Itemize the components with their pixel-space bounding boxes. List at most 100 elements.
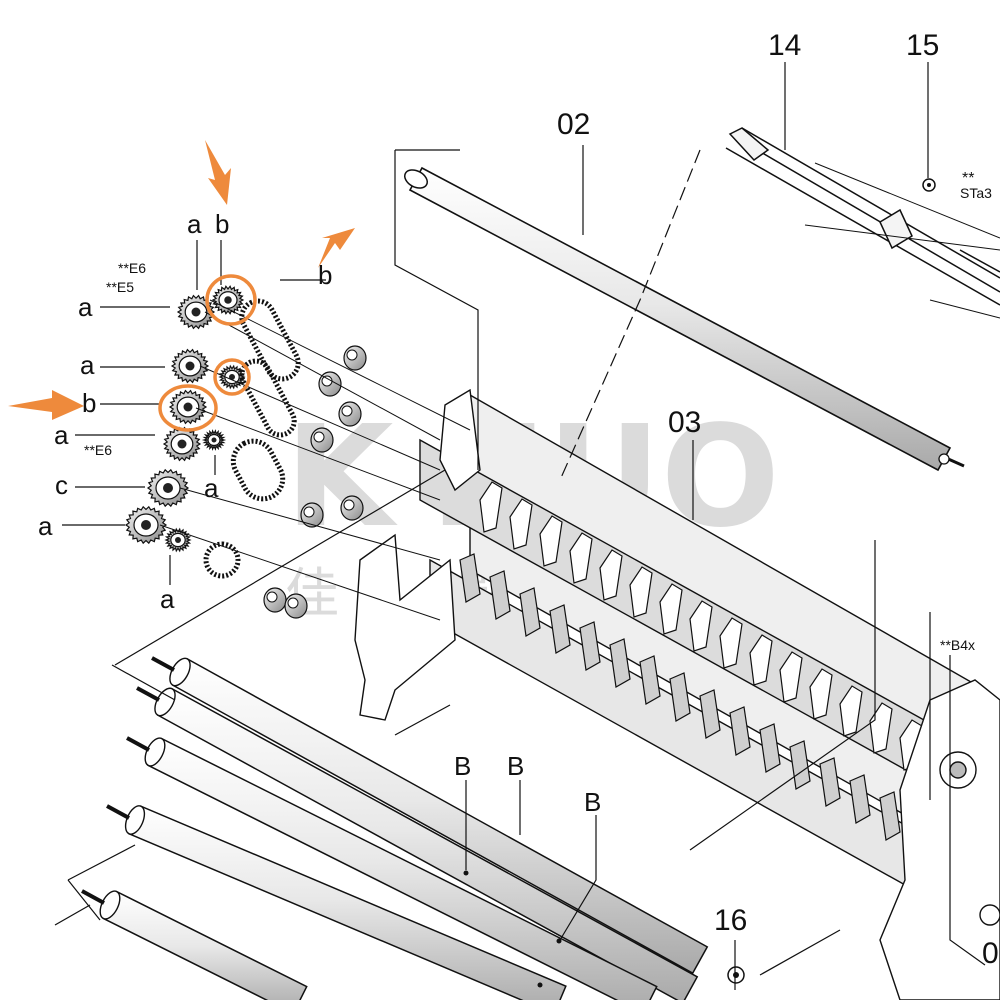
guide-rib [749,634,773,686]
roller-dot [463,870,469,876]
axis-line [209,299,471,431]
lower-rollers [81,656,745,1000]
belt [230,438,286,502]
label-b-right: b [318,260,332,290]
roller-B [106,804,567,1000]
guide-rib-lower [879,791,901,841]
gear-a-3 [162,426,202,462]
gear-c [146,468,190,508]
guide-rib-lower [819,757,841,807]
bushing-bore [346,349,358,361]
gear-bore [229,374,235,380]
highlight-circle-1 [205,274,257,326]
guide-rib-lower [519,587,541,637]
bushing-bore [343,499,355,511]
washer-16-hole [733,972,739,978]
bushing-bore [341,405,353,417]
guide-rib-lower [639,655,661,705]
guide-rib [659,583,683,635]
bushing-bore [313,431,325,443]
label-a-2: a [80,350,95,380]
axis-line [159,524,441,621]
roller-shaft [151,656,175,672]
guide-rib [509,498,533,550]
label-a-bottom: a [160,584,175,614]
gear-small [201,429,227,451]
roller-shaft [126,736,150,752]
gear-stack [124,285,471,621]
axis-line [199,365,441,471]
bushing-bore [303,506,315,518]
label-a-5: a [204,473,219,503]
guide-rib-lower [549,604,571,654]
guide-rib-lower [489,570,511,620]
belt [239,358,297,438]
code-e5: **E5 [106,279,134,295]
label-03: 03 [668,406,701,439]
label-a-top: a [187,209,202,239]
shaft-14 [725,127,1000,319]
guide-rib [479,481,503,533]
gear-a-4 [124,505,168,545]
highlight-circle-3 [158,384,218,432]
gear-small-2 [164,527,192,553]
bushing-bore [321,375,333,387]
label-a-1: a [78,292,93,322]
label-b-left: b [82,388,96,418]
label-c: c [55,470,68,500]
axis-line [204,311,441,441]
label-16: 16 [714,904,747,937]
gear-a-1 [176,294,216,330]
roller-B [151,656,709,975]
arrow-down-icon [205,140,231,205]
label-14: 14 [768,29,801,62]
guide-assembly-03 [354,388,1000,1000]
guide-rib [809,668,833,720]
guide-rib [779,651,803,703]
guide-rib-lower [609,638,631,688]
label-a-4: a [38,511,53,541]
label-B-1: B [454,751,471,781]
label-b-top: b [215,209,229,239]
gear-bore [211,437,217,443]
washer-15 [922,178,936,192]
roller-B [126,736,658,1000]
bushing-bore [266,591,278,603]
belt [239,298,301,382]
gear-bore [175,537,181,543]
guide-rib-lower [459,553,481,603]
code-e6-lower: **E6 [84,442,112,458]
bushing-bore [287,597,299,609]
guide-rib [689,600,713,652]
guide-rib-lower [849,774,871,824]
guide-rib-lower [759,723,781,773]
gear-a-2 [170,348,210,384]
roller-B [136,686,699,1000]
leader-lines [54,62,986,990]
guide-rib [839,685,863,737]
gear-b-3 [168,389,208,425]
gear-bore [163,483,173,493]
guide-rib [629,566,653,618]
belt [203,541,241,579]
label-15: 15 [906,29,939,62]
guide-rib [719,617,743,669]
label-0-partial: 0 [982,937,999,970]
roller-02 [404,166,965,472]
gear-bore [224,296,232,304]
roller-body [102,890,308,1000]
label-B-3: B [584,787,601,817]
gear-bore [185,361,195,371]
labels: 02 14 15 03 16 0 ** STa3 **B4x **E6 **E5… [38,29,999,970]
guide-rib-lower [699,689,721,739]
gear-bore [141,520,151,530]
label-02: 02 [557,108,590,141]
roller-shaft [136,686,160,702]
arrow-down-left-icon [318,228,355,268]
guide-rib-lower [669,672,691,722]
code-sta-marks: ** [962,170,974,187]
guide-rib-lower [579,621,601,671]
guide-rib [539,515,563,567]
label-a-3: a [54,420,69,450]
